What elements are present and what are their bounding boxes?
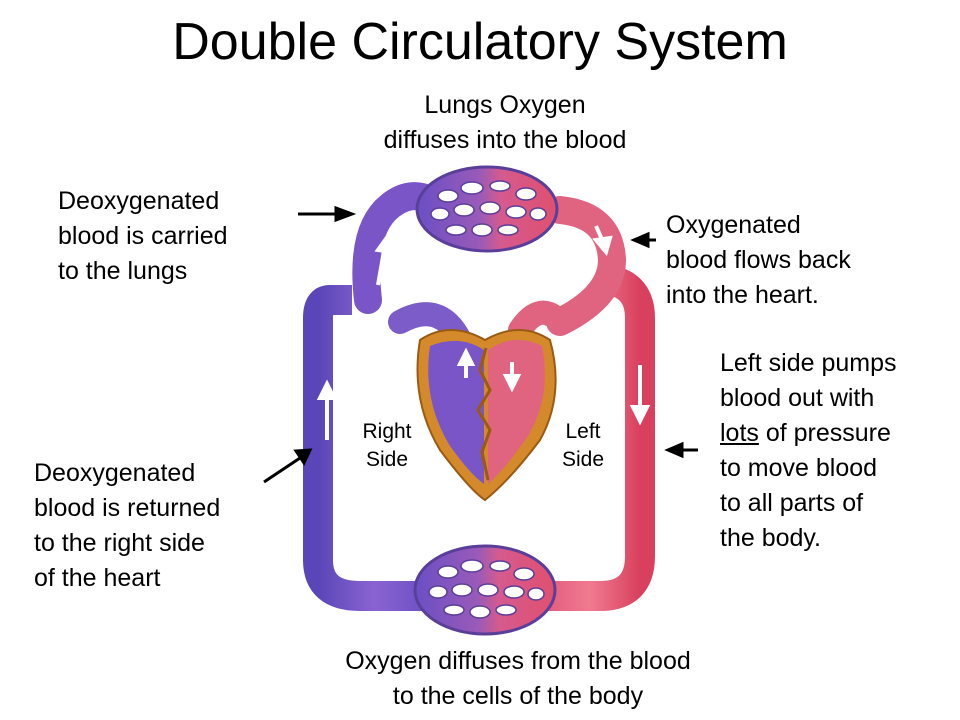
systemic-circuit: [303, 265, 655, 611]
right-side-label: Right Side: [352, 418, 422, 474]
oxygenated-back-line: into the heart.: [666, 281, 819, 309]
oxygenated-back-line: Oxygenated: [666, 211, 801, 239]
left-side-label: Left Side: [548, 418, 618, 474]
arrow-oxygenated-back: [630, 231, 656, 249]
left-side-pumps-line: to move blood: [720, 454, 878, 482]
pointer-arrows: [263, 205, 698, 484]
body-capillary-bed: [413, 544, 557, 636]
body-label-line: to the cells of the body: [392, 682, 644, 710]
left-side-pumps-line: blood out with: [720, 384, 875, 412]
body-label: Oxygen diffuses from the blood to the ce…: [268, 644, 768, 714]
deoxy-returned-label: Deoxygenated blood is returned to the ri…: [34, 456, 220, 596]
deoxy-to-lungs-label: Deoxygenated blood is carried to the lun…: [58, 184, 228, 289]
left-side-pumps-line: the body.: [720, 524, 822, 552]
body-label-line: Oxygen diffuses from the blood: [345, 647, 691, 675]
left-side-pumps-line: Left side pumps: [720, 349, 897, 377]
pressure-text: of pressure: [758, 419, 891, 447]
left-side-line: Left: [565, 420, 601, 443]
deoxy-to-lungs-line: Deoxygenated: [58, 187, 220, 215]
arrow-left-side: [664, 441, 698, 459]
lungs-label-line: Lungs Oxygen: [424, 91, 586, 119]
flow-arrows: [316, 225, 651, 440]
lungs-label-line: diffuses into the blood: [383, 126, 627, 154]
deoxy-returned-line: to the right side: [34, 529, 205, 557]
oxygenated-back-label: Oxygenated blood flows back into the hea…: [666, 208, 851, 313]
deoxy-to-lungs-line: to the lungs: [58, 257, 188, 285]
heart-left-side: [488, 339, 545, 484]
deoxy-returned-line: Deoxygenated: [34, 459, 196, 487]
page-title: Double Circulatory System: [172, 13, 788, 71]
lung-capillary-bed: [415, 165, 559, 253]
left-side-pumps-line: lots of pressure: [720, 416, 897, 451]
heart-right-side: [428, 340, 484, 484]
oxygenated-back-line: blood flows back: [666, 246, 851, 274]
right-side-line: Right: [362, 420, 412, 443]
arrow-to-lungs: [298, 205, 357, 223]
heart: [416, 329, 557, 502]
left-side-pumps-line: to all parts of: [720, 489, 864, 517]
left-side-pumps-label: Left side pumps blood out with lots of p…: [720, 346, 897, 556]
lungs-label: Lungs Oxygen diffuses into the blood: [330, 88, 680, 158]
left-side-line: Side: [561, 448, 605, 471]
deoxy-returned-line: blood is returned: [34, 494, 221, 522]
deoxy-returned-line: of the heart: [34, 564, 161, 592]
lots-underlined: lots: [720, 419, 759, 447]
arrow-returned: [263, 448, 313, 484]
deoxy-to-lungs-line: blood is carried: [58, 222, 228, 250]
right-side-line: Side: [365, 448, 409, 471]
pulmonary-circuit: [352, 182, 627, 352]
